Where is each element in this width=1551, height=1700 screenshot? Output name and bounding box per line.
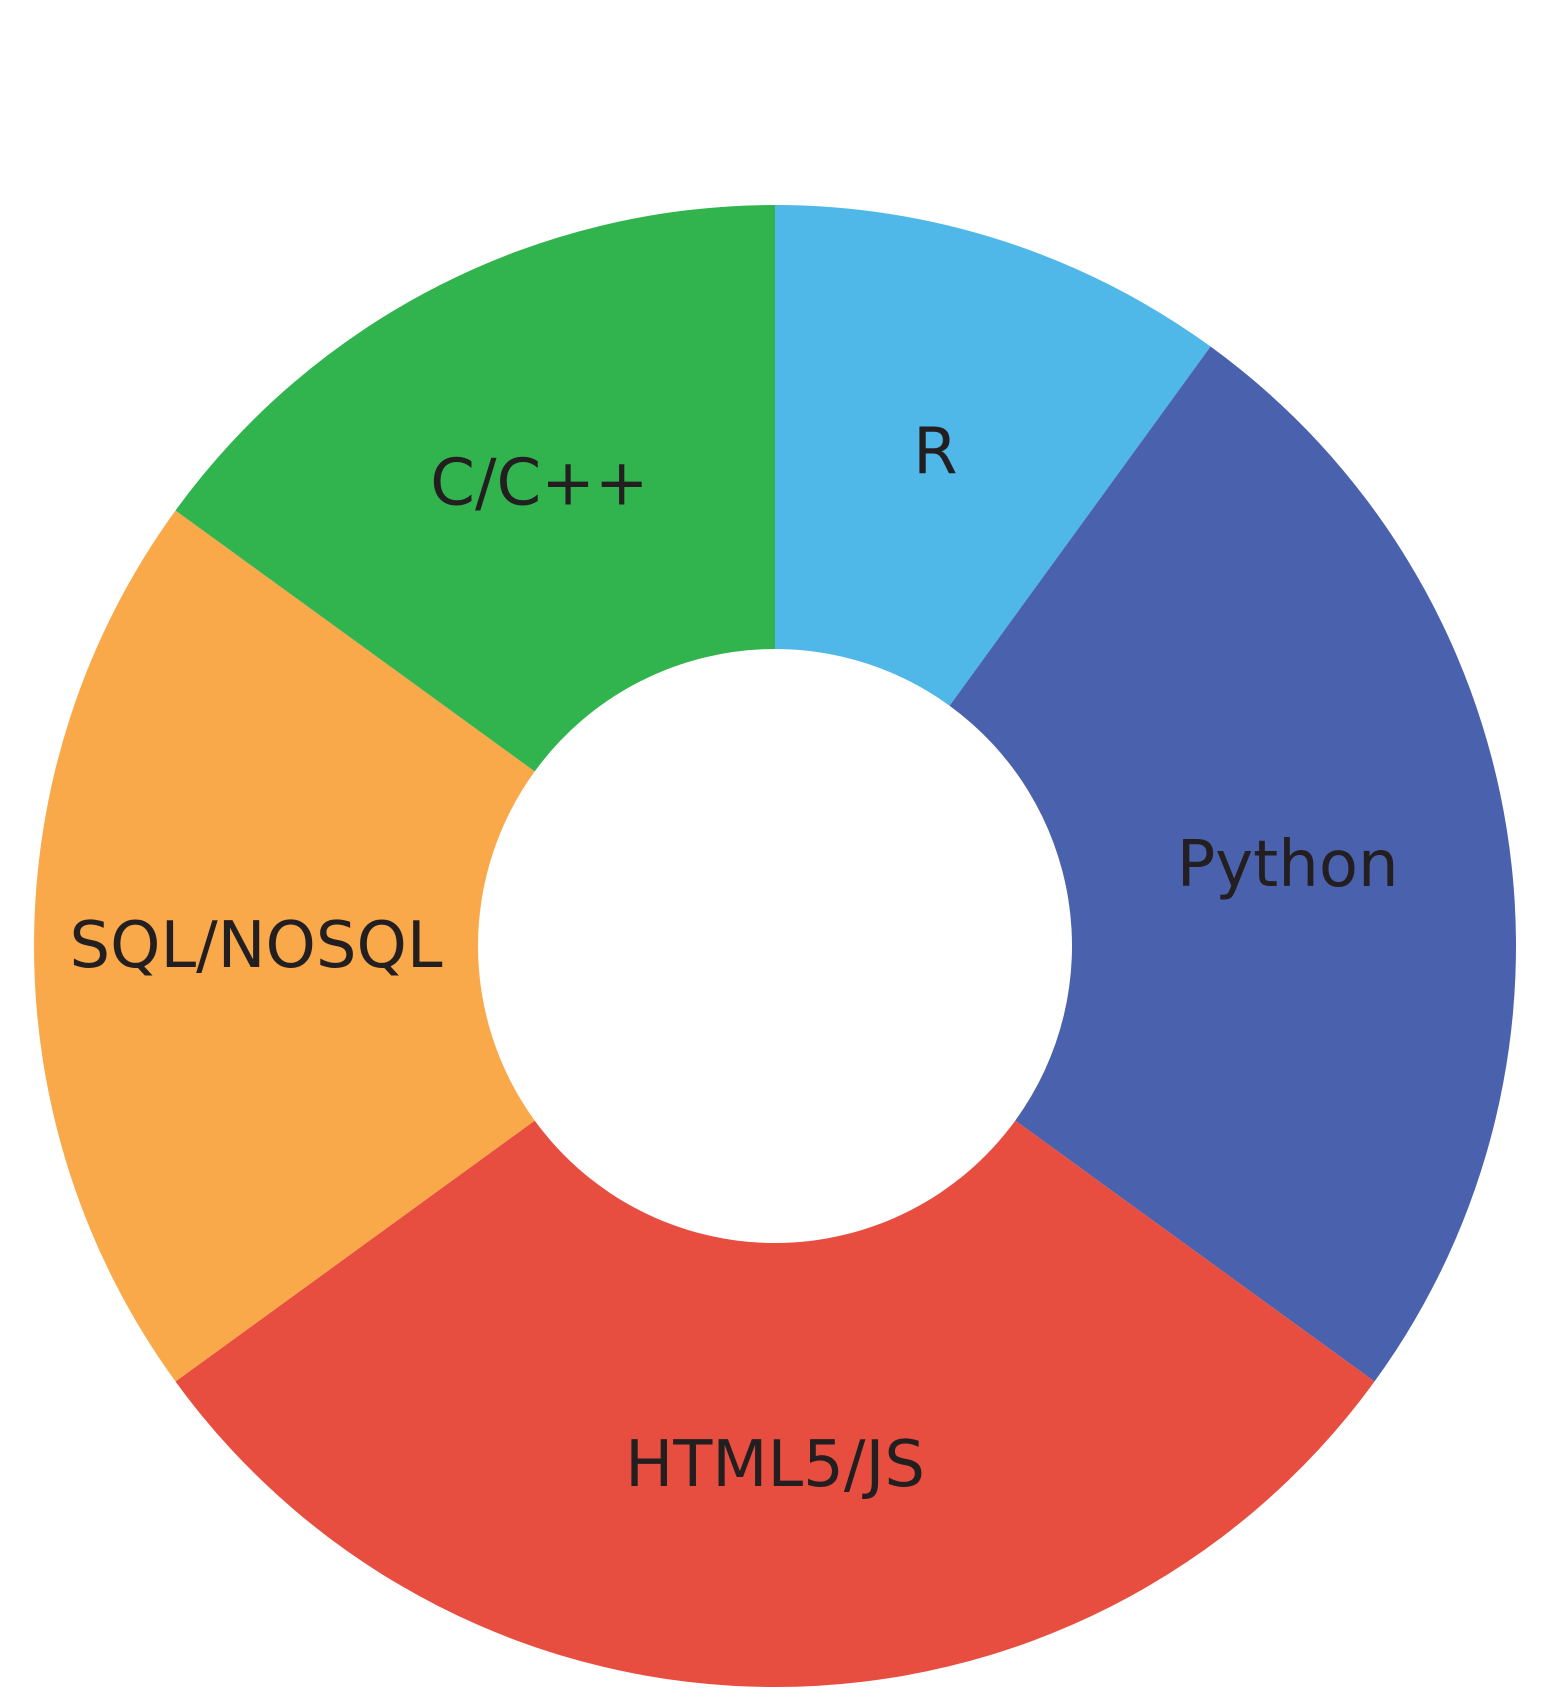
slice-label-r: R	[913, 415, 957, 489]
slice-html5-js	[175, 1120, 1375, 1687]
slice-r	[775, 205, 1211, 706]
slice-label-c-cpp: C/C++	[430, 447, 648, 521]
slice-python	[949, 346, 1516, 1382]
slice-c-cpp	[175, 205, 775, 772]
slice-label-sql-nosql: SQL/NOSQL	[69, 909, 442, 983]
slice-label-python: Python	[1177, 828, 1399, 902]
slice-sql-nosql	[34, 510, 535, 1382]
slice-label-html5-js: HTML5/JS	[625, 1428, 925, 1502]
slices-layer	[34, 205, 1516, 1687]
